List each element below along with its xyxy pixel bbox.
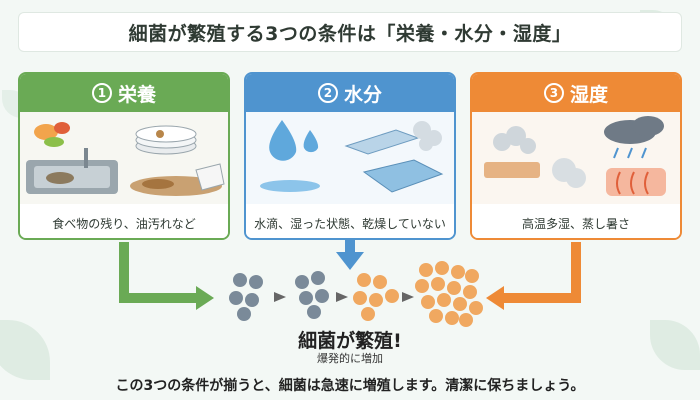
page-title: 細菌が繁殖する3つの条件は「栄養・水分・湿度」 (128, 22, 572, 45)
card-number: 1 (91, 83, 112, 103)
bacteria-icon (229, 273, 263, 321)
water-drop-icon (260, 120, 320, 192)
growth-arrow (402, 292, 414, 302)
steam-board-icon (484, 126, 586, 188)
growth-arrow (274, 292, 286, 302)
footer-message: この3つの条件が揃うと、細菌は急速に増殖します。清潔に保ちましょう。 (115, 378, 585, 394)
dirty-dishes-icon (135, 125, 197, 155)
card-heading: 湿度 (569, 83, 608, 106)
bacteria-icon (415, 261, 483, 327)
title-banner: 細菌が繁殖する3つの条件は「栄養・水分・湿度」 (18, 12, 682, 52)
card-nutrition: 1 栄養 (18, 72, 230, 240)
card-nutrition-caption: 食べ物の残り、油汚れなど (20, 204, 228, 238)
card-humidity: 3 湿度 (470, 72, 682, 240)
damp-cloth-icon (362, 159, 444, 193)
result-subtitle: 爆発的に増加 (317, 352, 383, 365)
growth-arrow (336, 292, 348, 302)
heat-icon (606, 168, 666, 196)
card-moisture-illustration (246, 112, 454, 204)
card-moisture-caption: 水滴、湿った状態、乾燥していない (246, 204, 454, 238)
sink-icon (26, 148, 118, 194)
nutrition-arrowhead (196, 286, 214, 310)
steam-icon (413, 121, 442, 151)
card-humidity-caption: 高温多湿、蒸し暑さ (472, 204, 680, 238)
card-nutrition-header: 1 栄養 (20, 74, 228, 112)
food-scraps-icon (34, 122, 70, 147)
card-humidity-header: 3 湿度 (472, 74, 680, 112)
card-number: 3 (543, 83, 564, 103)
card-moisture: 2 水分 水滴、湿った状態、乾燥していない (244, 72, 456, 240)
card-humidity-illustration (472, 112, 680, 204)
card-number: 2 (317, 83, 338, 103)
humidity-arrowhead (486, 286, 504, 310)
moisture-arrowhead (336, 252, 364, 270)
moisture-arrow (345, 240, 355, 252)
result-heading: 細菌が繁殖! (298, 330, 402, 352)
card-heading: 水分 (343, 83, 382, 106)
nutrition-arrow (119, 242, 196, 303)
card-heading: 栄養 (117, 83, 156, 106)
spilled-cup-icon (130, 163, 225, 196)
card-moisture-header: 2 水分 (246, 74, 454, 112)
rain-cloud-icon (604, 116, 664, 159)
bacteria-icon (353, 273, 399, 321)
card-nutrition-illustration (20, 112, 228, 204)
humidity-arrow (504, 242, 581, 303)
bacteria-icon (295, 271, 329, 319)
